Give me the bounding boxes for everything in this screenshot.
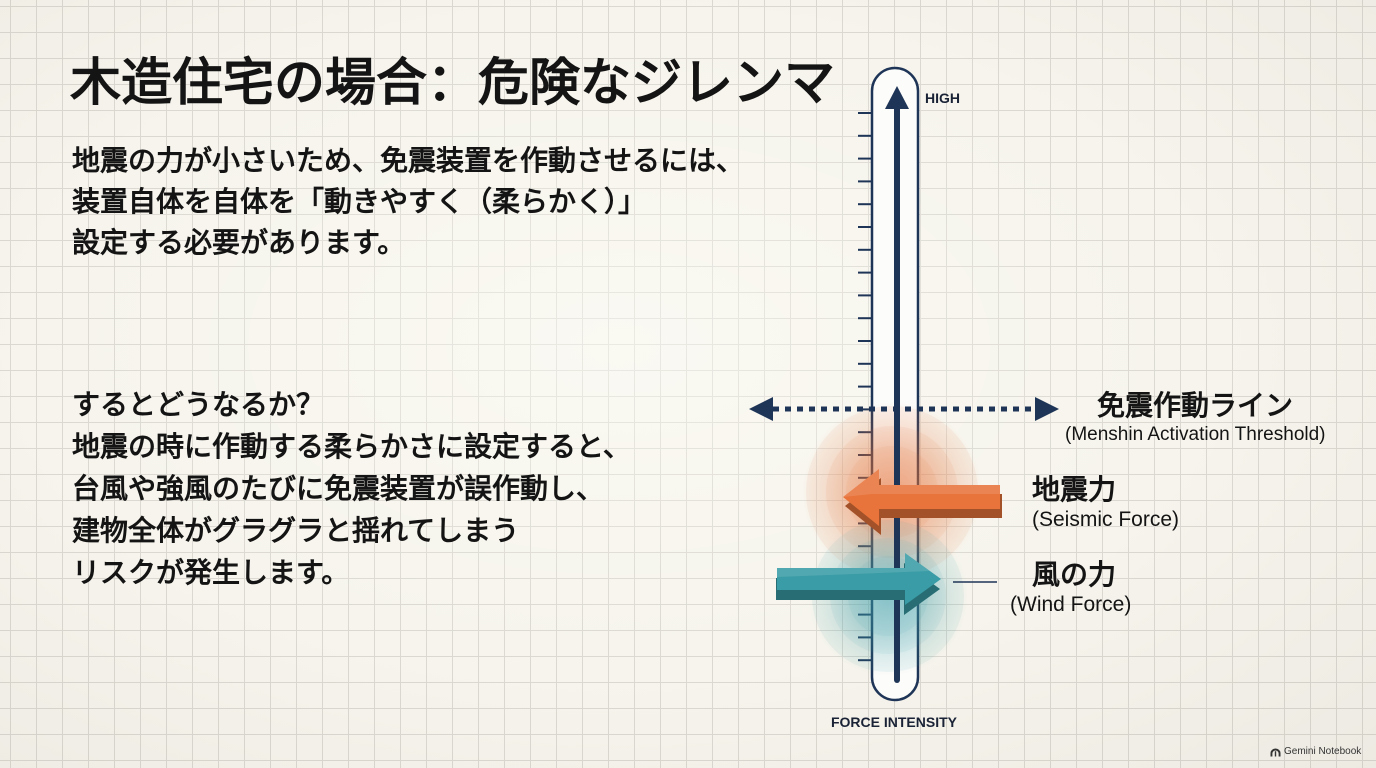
consequence-line: 建物全体がグラグラと揺れてしまう [72,514,520,547]
seismic-force-arrow [843,469,1000,526]
axis-bottom-label: FORCE INTENSITY [830,714,957,730]
seismic-force-label: 地震力 [1032,473,1117,506]
wind-force-arrow [777,553,941,605]
seismic-force-sublabel: (Seismic Force) [1032,508,1180,531]
arrow-left-icon [843,469,1002,535]
consequence-line: 地震の時に作動する柔らかさに設定すると、 [72,430,631,463]
consequence-line: リスクが発生します。 [72,556,350,589]
threshold-label: 免震作動ライン [1097,389,1294,422]
consequence-line: するとどうなるか？ [72,388,325,421]
consequence-line: 台風や強風のたびに免震装置が誤作動し、 [72,472,605,505]
wind-force-label: 風の力 [1032,558,1117,591]
intro-line: 設定する必要があります。 [72,226,406,259]
watermark: Gemini Notebook [1270,745,1361,759]
threshold-arrowhead-right [1035,397,1059,421]
intro-line: 装置自体を自体を「動きやすく（柔らかく）」 [72,185,647,218]
threshold-arrowhead-left [749,397,773,421]
axis-top-label: HIGH [925,90,960,106]
dotted-double-arrow-icon [749,397,1059,421]
arrow-right-icon [776,553,941,615]
slide-title: 木造住宅の場合：危険なジレンマ [70,54,836,113]
consequence-paragraph: するとどうなるか？ 地震の時に作動する柔らかさに設定すると、 台風や強風のたびに… [72,384,631,594]
threshold-sublabel: (Menshin Activation Threshold) [1065,424,1326,445]
axis-arrowhead [885,86,909,109]
wind-force-sublabel: (Wind Force) [1010,593,1132,616]
intro-line: 地震の力が小さいため、免震装置を作動させるには、 [72,144,745,177]
watermark-text: Gemini Notebook [1284,746,1362,757]
wind-arrow-highlight [777,553,930,577]
gemini-notebook-logo-icon [1270,748,1281,756]
seismic-arrow-highlight [843,469,1000,497]
intro-paragraph: 地震の力が小さいため、免震装置を作動させるには、 装置自体を自体を「動きやすく（… [72,140,744,263]
